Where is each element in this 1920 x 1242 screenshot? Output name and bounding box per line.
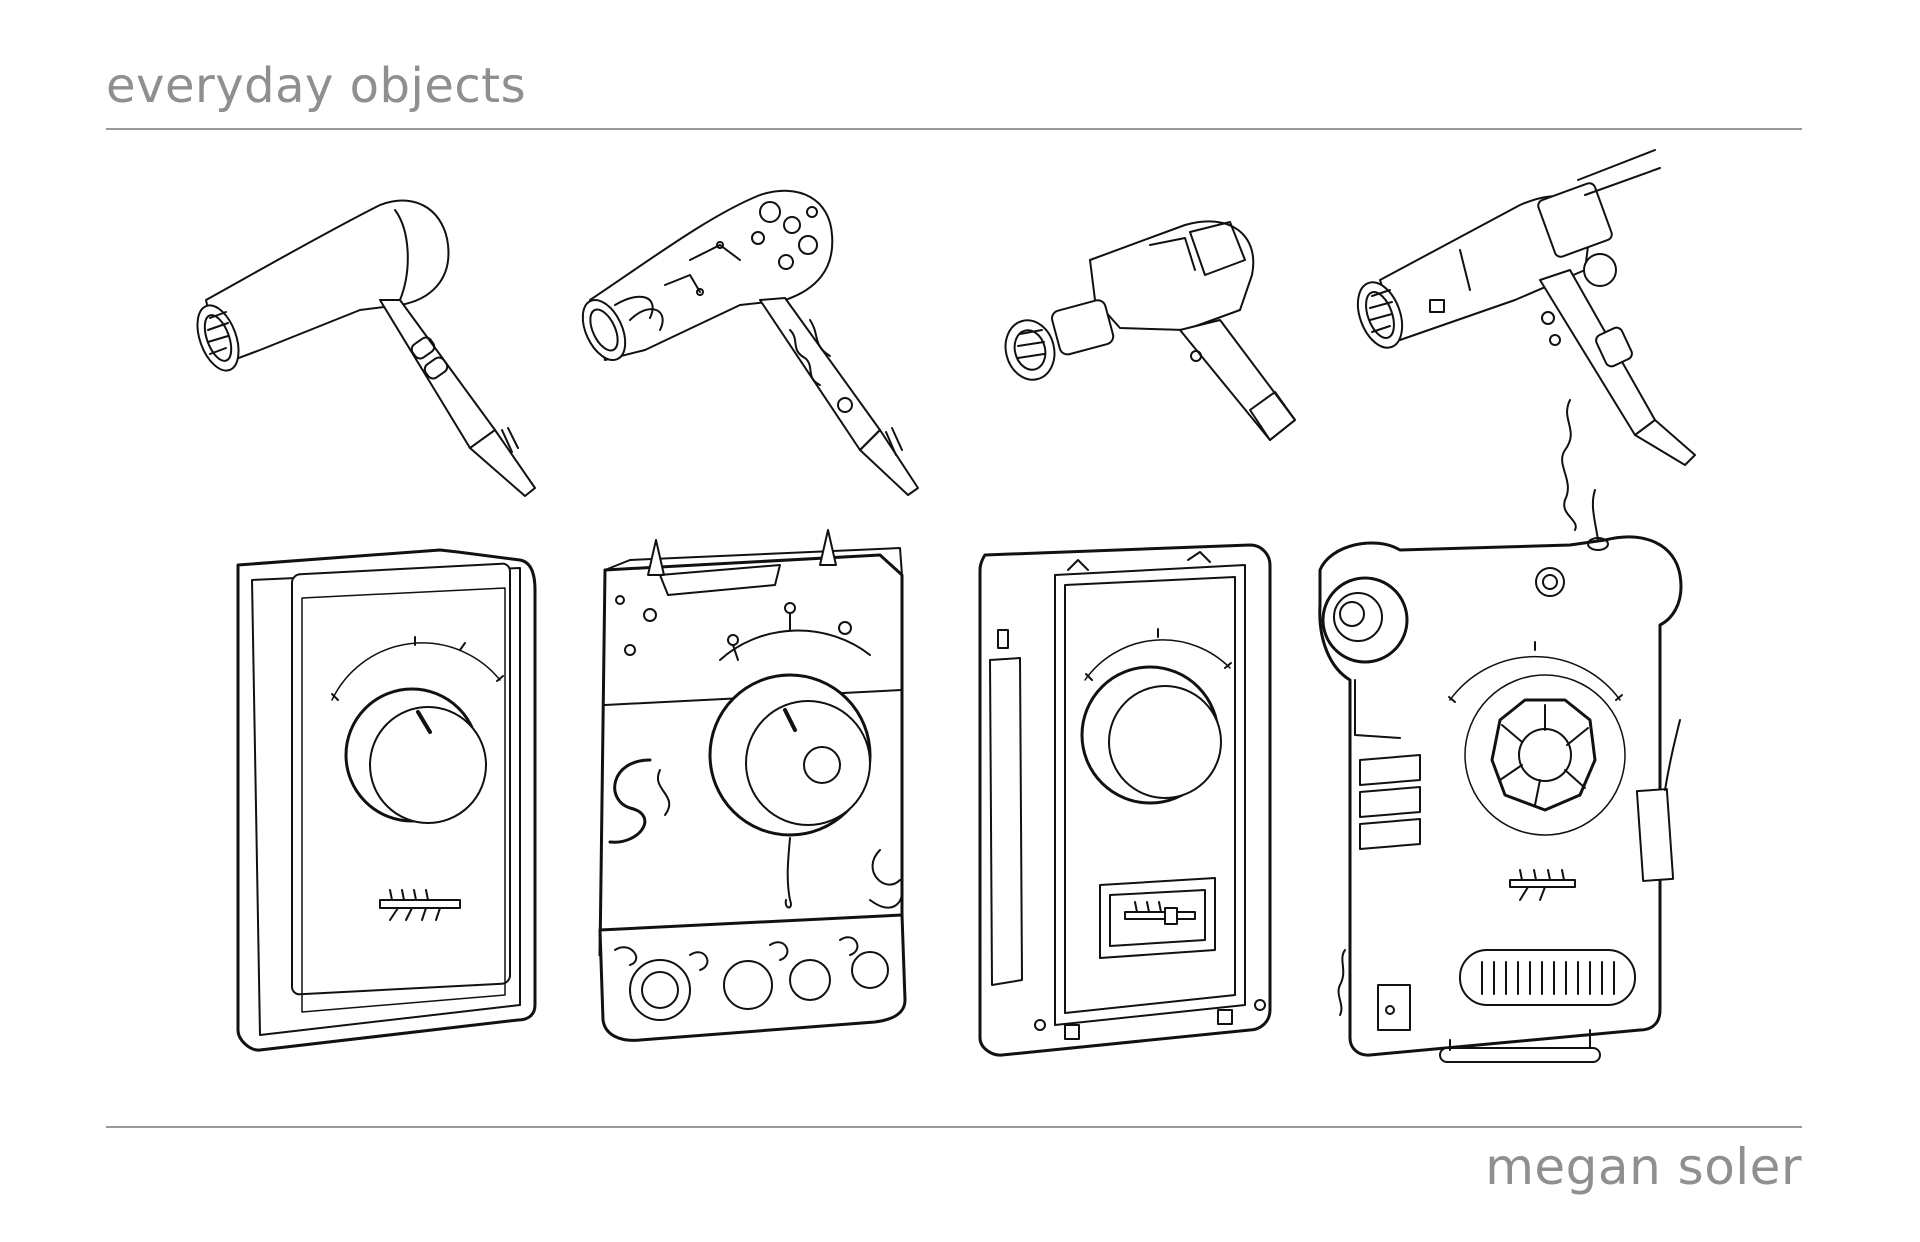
plain-control-box xyxy=(238,550,535,1050)
footer-divider xyxy=(106,1126,1802,1128)
industrial-dryer xyxy=(1350,150,1695,530)
rugged-dryer xyxy=(999,221,1295,440)
author-name: megan soler xyxy=(1485,1138,1802,1196)
page-title: everyday objects xyxy=(106,58,527,114)
industrial-control-box xyxy=(1320,490,1681,1062)
header-divider xyxy=(106,128,1802,130)
rugged-control-box xyxy=(980,545,1270,1055)
ornate-dryer xyxy=(574,191,918,495)
plain-dryer xyxy=(189,201,535,496)
ornate-control-box xyxy=(600,530,905,1040)
